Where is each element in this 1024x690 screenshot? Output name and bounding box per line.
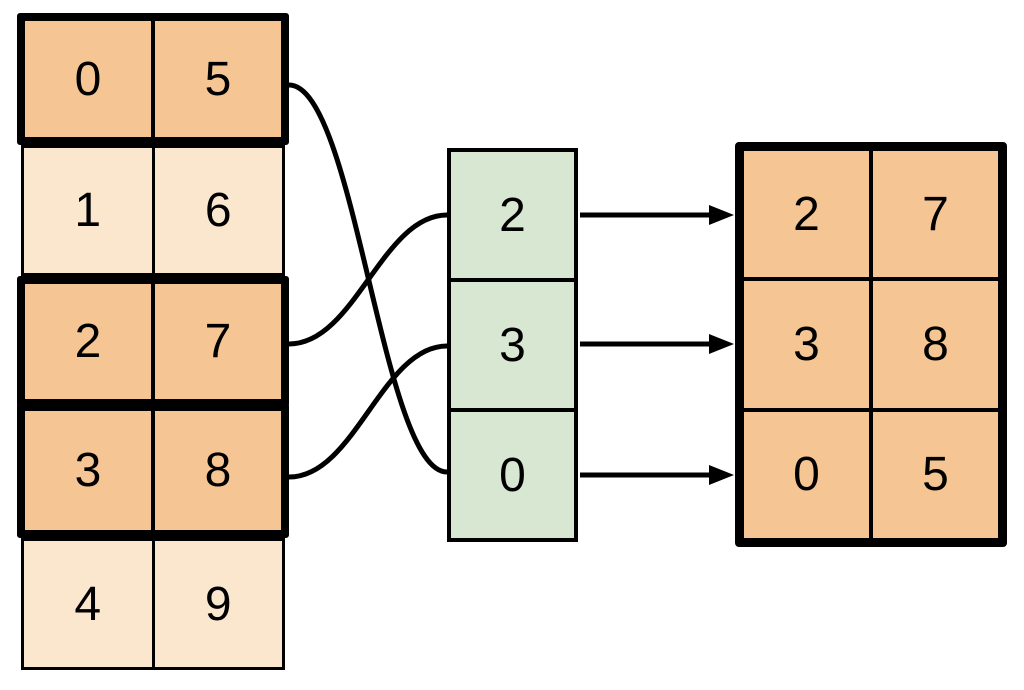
curve-row2-to-index0	[288, 212, 448, 347]
source-cell-3-0: 3	[25, 411, 151, 530]
source-row-1: 1 6	[21, 145, 285, 276]
curve-row0-to-index2	[288, 82, 448, 475]
result-cell-2-0: 0	[744, 411, 869, 538]
source-row-0: 0 5	[17, 13, 289, 145]
index-cell-1: 3	[451, 282, 574, 408]
source-row-4: 4 9	[21, 538, 285, 670]
source-row-3: 3 8	[17, 403, 289, 538]
source-cell-3-1: 8	[155, 411, 281, 530]
result-cell-1-0: 3	[744, 281, 869, 408]
result-cell-0-0: 2	[744, 151, 869, 278]
source-cell-4-1: 9	[154, 541, 282, 667]
source-cell-0-0: 0	[25, 21, 151, 137]
source-cell-2-1: 7	[155, 284, 281, 399]
source-row-2: 2 7	[17, 276, 289, 407]
index-cell-2: 0	[451, 412, 574, 538]
result-cell-1-1: 8	[873, 281, 998, 408]
result-cell-0-1: 7	[873, 151, 998, 278]
result-cell-2-1: 5	[873, 411, 998, 538]
source-cell-1-0: 1	[24, 148, 152, 273]
result-table: 2 7 3 8 0 5	[735, 142, 1007, 547]
index-vector: 2 3 0	[447, 148, 578, 542]
source-cell-4-0: 4	[24, 541, 152, 667]
curve-row3-to-index1	[288, 343, 448, 480]
source-cell-2-0: 2	[25, 284, 151, 399]
source-cell-0-1: 5	[155, 21, 281, 137]
index-cell-0: 2	[451, 152, 574, 278]
source-cell-1-1: 6	[154, 148, 282, 273]
